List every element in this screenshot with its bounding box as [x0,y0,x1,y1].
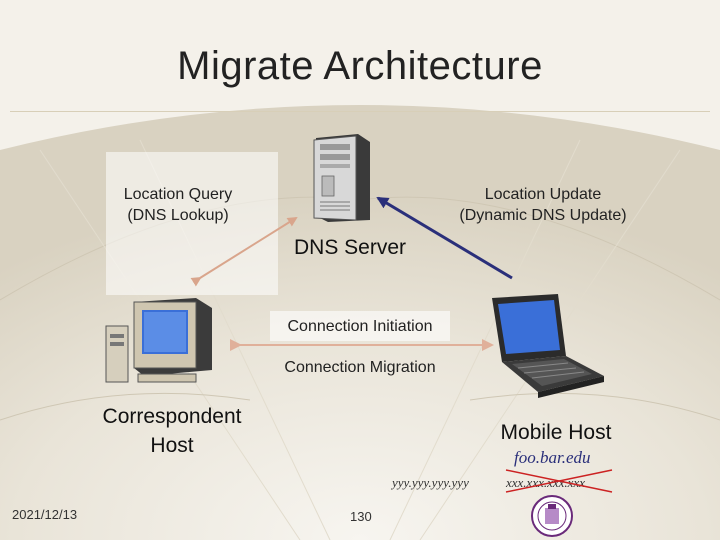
connection-initiation-label: Connection Initiation [287,318,433,335]
location-update-arrow [376,196,513,280]
slide-title: Migrate Architecture [177,44,543,88]
slide-date: 2021/12/13 [12,507,78,522]
location-update-line1: Location Update [484,186,602,203]
mobile-host-label: Mobile Host [500,421,612,444]
location-query-line1: Location Query [123,186,233,203]
mobile-hostname: foo.bar.edu [514,448,591,467]
page-number: 130 [350,509,372,524]
title-divider [10,111,710,112]
correspondent-host-label: Correspondent Host [84,402,260,460]
correspondent-line2: Host [150,434,194,457]
connection-initiation-box [270,311,450,341]
university-seal-icon [531,495,573,537]
dns-server-label: DNS Server [293,236,407,259]
laptop-icon [492,294,604,398]
location-update-label: Location Update (Dynamic DNS Update) [440,184,646,226]
correspondent-line1: Correspondent [102,405,242,428]
old-ip-address: xxx.xxx.xxx.xxx [506,475,585,490]
desktop-computer-icon [105,298,212,383]
location-query-arrow [190,216,298,287]
server-tower-icon [313,134,370,222]
strike-x-icon [505,469,613,493]
new-ip-address: yyy.yyy.yyy.yyy [392,475,469,490]
connection-migration-label: Connection Migration [284,359,436,376]
location-update-line2: (Dynamic DNS Update) [459,207,627,224]
